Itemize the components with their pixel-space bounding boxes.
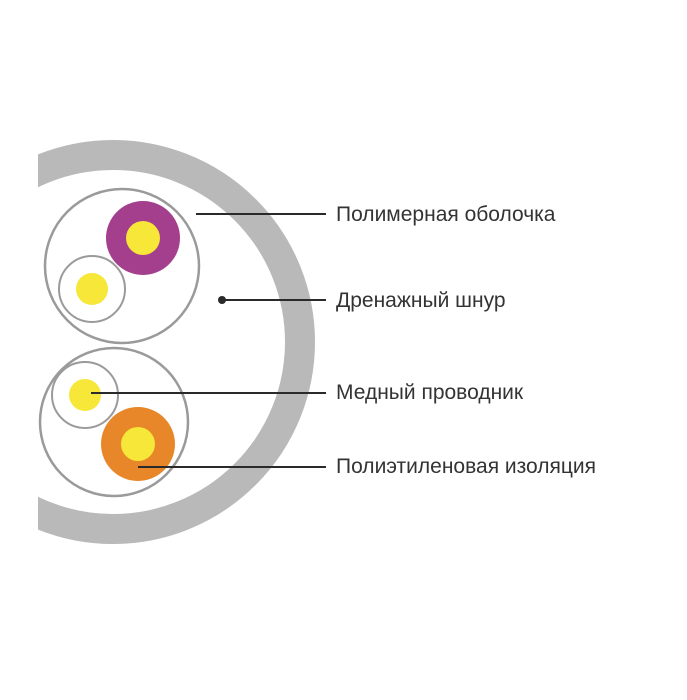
label-polyethylene-insulation: Полиэтиленовая изоляция	[336, 455, 597, 478]
polymer-jacket	[38, 140, 315, 544]
label-copper-conductor: Медный проводник	[336, 381, 524, 404]
label-drain-wire: Дренажный шнур	[336, 289, 506, 312]
drain-wire-dot	[218, 296, 226, 304]
label-polymer-jacket: Полимерная оболочка	[336, 203, 556, 226]
copper-conductor-2	[126, 221, 160, 255]
copper-conductor-4	[121, 427, 155, 461]
copper-conductor-3	[69, 379, 101, 411]
copper-conductor-1	[76, 273, 108, 305]
